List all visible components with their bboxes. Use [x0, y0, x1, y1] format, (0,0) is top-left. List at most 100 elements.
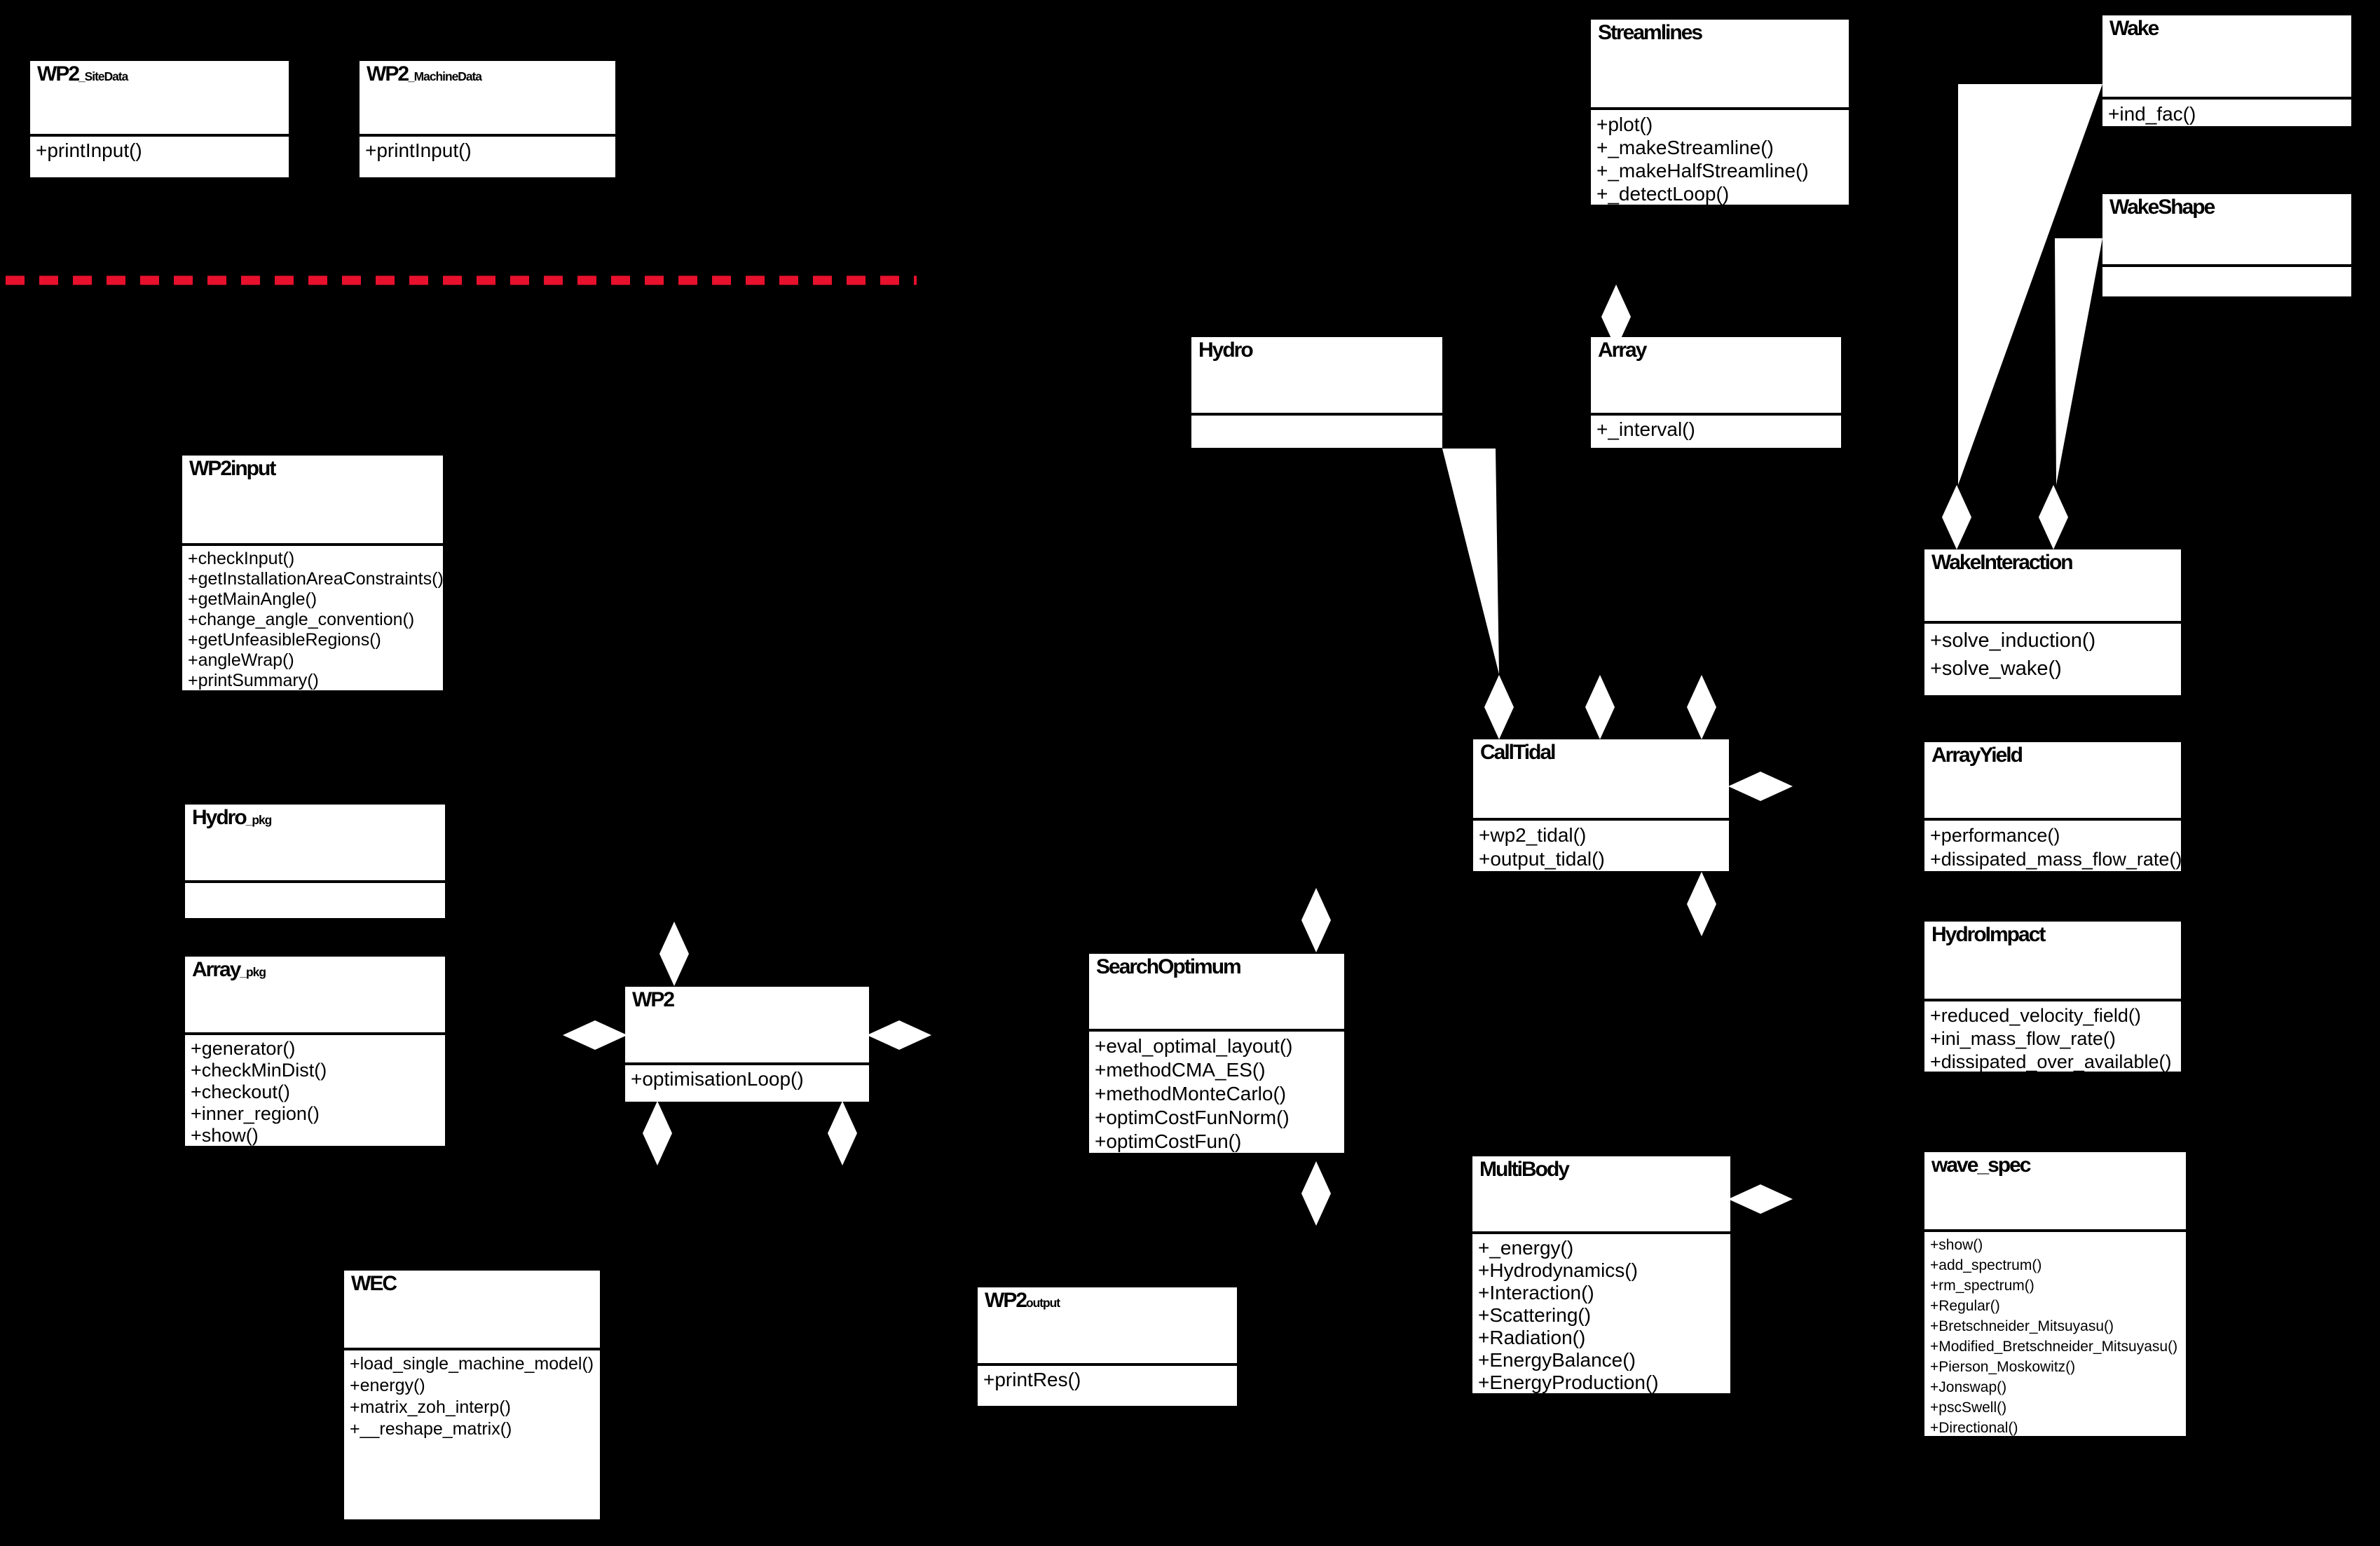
method-item: +methodMonteCarlo(): [1095, 1083, 1287, 1104]
class-title-wec: WEC: [344, 1271, 600, 1294]
method-item: +optimisationLoop(): [631, 1068, 804, 1090]
aggregation-diamond-icon-wp2-left: [563, 1020, 627, 1050]
class-name-subscript: output: [1026, 1296, 1060, 1310]
class-compartment-divider: [360, 134, 615, 137]
class-box-wp2-machinedata: WP2_MachineData +printInput(): [360, 61, 615, 177]
class-box-wave-spec: wave_spec +show()+add_spectrum()+rm_spect…: [1924, 1152, 2186, 1436]
method-item: +Radiation(): [1478, 1327, 1586, 1348]
class-compartment-divider: [1472, 1231, 1730, 1234]
class-name: CallTidal: [1480, 741, 1556, 763]
class-title-wp2-machinedata: WP2_MachineData: [360, 61, 615, 85]
method-item: +getMainAngle(): [188, 589, 317, 609]
aggregation-diamond-icon-wakeinteraction-top-2: [2039, 485, 2068, 549]
class-name: WP2input: [189, 457, 276, 479]
method-item: +getInstallationAreaConstraints(): [188, 569, 443, 589]
aggregation-diamond-icon-calltidal-bottom: [1687, 872, 1716, 936]
class-methods-wp2output: +printRes(): [978, 1366, 1237, 1406]
method-item: +Hydrodynamics(): [1478, 1259, 1638, 1281]
method-item: +printSummary(): [188, 671, 319, 690]
method-item: +checkInput(): [188, 549, 295, 568]
class-methods-multibody: +_energy()+Hydrodynamics()+Interaction()…: [1472, 1234, 1730, 1393]
method-item: +_energy(): [1478, 1237, 1574, 1259]
class-methods-wakeinteraction: +solve_induction()+solve_wake(): [1924, 624, 2181, 695]
method-item: +solve_induction(): [1930, 629, 2096, 652]
method-item: +Interaction(): [1478, 1282, 1594, 1304]
class-compartment-divider: [2102, 264, 2351, 267]
aggregation-diamond-icon-searchoptimum-bottom: [1301, 1161, 1331, 1226]
class-title-wakeshape: WakeShape: [2102, 194, 2351, 218]
method-item: +ini_mass_flow_rate(): [1930, 1028, 2116, 1049]
connector-wedge-wakeshape-to-wakeinteraction: [2055, 238, 2102, 485]
class-name: Hydro: [192, 806, 247, 828]
method-item: +energy(): [350, 1376, 425, 1395]
class-name: MultiBody: [1479, 1158, 1570, 1180]
class-name: HydroImpact: [1931, 923, 2046, 945]
class-methods-arrayyield: +performance()+dissipated_mass_flow_rate…: [1924, 821, 2181, 871]
method-item: +Regular(): [1930, 1298, 2000, 1314]
method-item: +change_angle_convention(): [188, 610, 415, 629]
class-title-multibody: MultiBody: [1472, 1156, 1730, 1180]
method-item: +_detectLoop(): [1596, 183, 1730, 205]
method-item: +angleWrap(): [188, 650, 294, 670]
class-name: WakeInteraction: [1931, 551, 2074, 573]
class-box-array: Array +_interval(): [1591, 337, 1841, 448]
class-methods-wakeshape: [2102, 267, 2351, 296]
class-methods-wp2input: +checkInput()+getInstallationAreaConstra…: [182, 546, 443, 690]
class-compartment-divider: [625, 1062, 869, 1065]
class-box-multibody: MultiBody +_energy()+Hydrodynamics()+Inte…: [1472, 1156, 1730, 1393]
class-methods-hydroimpact: +reduced_velocity_field()+ini_mass_flow_…: [1924, 1001, 2181, 1072]
method-item: +Bretschneider_Mitsuyasu(): [1930, 1318, 2114, 1334]
class-box-wakeinteraction: WakeInteraction +solve_induction()+solve_…: [1924, 549, 2181, 695]
aggregation-diamond-icon-multibody-right: [1728, 1184, 1793, 1214]
class-box-wp2: WP2+optimisationLoop(): [625, 987, 869, 1102]
method-item: +methodCMA_ES(): [1095, 1059, 1266, 1081]
class-title-array: Array: [1591, 337, 1841, 361]
class-methods-wp2-sitedata: +printInput(): [30, 137, 289, 177]
class-name-subscript: _pkg: [245, 813, 273, 827]
class-methods-wave-spec: +show()+add_spectrum()+rm_spectrum()+Reg…: [1924, 1232, 2186, 1436]
aggregation-diamond-icon-calltidal-top-3: [1687, 675, 1716, 739]
aggregation-diamond-icon-wp2-bottom-right: [828, 1101, 857, 1165]
method-item: +plot(): [1596, 114, 1653, 135]
class-title-wave-spec: wave_spec: [1924, 1152, 2186, 1176]
class-compartment-divider: [1191, 413, 1442, 416]
method-item: +_interval(): [1596, 418, 1695, 440]
class-compartment-divider: [185, 880, 445, 883]
method-item: +checkMinDist(): [191, 1060, 327, 1081]
class-methods-wp2-machinedata: +printInput(): [360, 137, 615, 177]
class-box-searchoptimum: SearchOptimum+eval_optimal_layout()+meth…: [1089, 954, 1344, 1153]
class-name: WP2: [367, 62, 409, 85]
class-box-wp2output: WP2output +printRes(): [978, 1287, 1237, 1406]
aggregation-diamond-icon-calltidal-right: [1728, 772, 1793, 801]
class-title-hydro: Hydro: [1191, 337, 1442, 361]
method-item: +_makeStreamline(): [1596, 137, 1774, 158]
class-name: WP2: [985, 1289, 1027, 1311]
method-item: +show(): [1930, 1237, 1983, 1253]
class-compartment-divider: [1924, 999, 2181, 1001]
method-item: +output_tidal(): [1479, 848, 1605, 870]
class-name-subscript: _SiteData: [78, 69, 128, 83]
class-title-hydroimpact: HydroImpact: [1924, 922, 2181, 945]
class-compartment-divider: [1924, 621, 2181, 624]
class-title-wp2-sitedata: WP2_SiteData: [30, 61, 289, 85]
connector-wedge-wake-to-wakeinteraction: [1958, 84, 2102, 485]
class-title-wakeinteraction: WakeInteraction: [1924, 549, 2181, 573]
class-name: wave_spec: [1931, 1154, 2031, 1176]
method-item: +reduced_velocity_field(): [1930, 1005, 2141, 1026]
class-box-wakeshape: WakeShape: [2102, 194, 2351, 296]
class-box-wake: Wake+ind_fac(): [2102, 15, 2351, 126]
method-item: +printRes(): [983, 1369, 1081, 1390]
class-name: ArrayYield: [1931, 744, 2023, 766]
method-item: +load_single_machine_model(): [350, 1354, 594, 1374]
class-compartment-divider: [1591, 107, 1849, 110]
class-name-subscript: _MachineData: [408, 69, 482, 83]
class-title-array-pkg: Array_pkg: [185, 957, 445, 980]
method-item: +Pierson_Moskowitz(): [1930, 1359, 2076, 1375]
class-box-wp2input: WP2input +checkInput()+getInstallationAre…: [182, 456, 443, 690]
aggregation-diamond-icon-calltidal-top-2: [1585, 675, 1615, 739]
class-methods-array-pkg: +generator()+checkMinDist()+checkout()+i…: [185, 1035, 445, 1146]
aggregation-diamond-icon-wp2-top: [659, 922, 689, 986]
method-item: +EnergyBalance(): [1478, 1349, 1636, 1371]
method-item: +Modified_Bretschneider_Mitsuyasu(): [1930, 1339, 2178, 1355]
